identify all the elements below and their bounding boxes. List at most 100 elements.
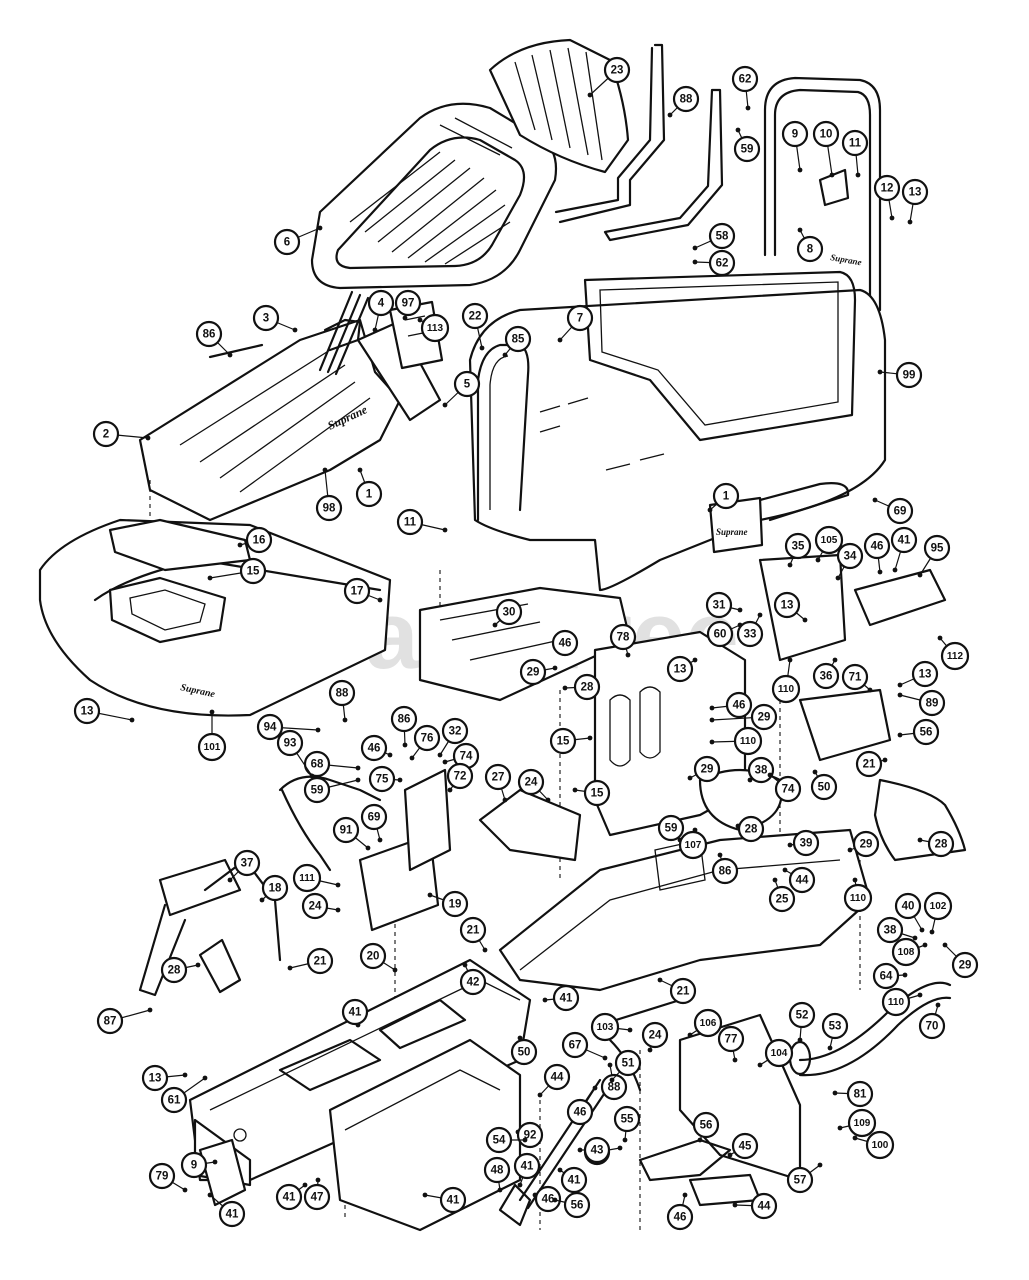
fastener-dot — [572, 787, 578, 793]
callout-70: 70 — [918, 1002, 946, 1040]
callout-circle — [901, 178, 929, 206]
callout-57: 57 — [786, 1162, 823, 1194]
callout-7: 7 — [557, 304, 594, 343]
brake-link — [638, 1138, 732, 1182]
callout-label: 11 — [849, 138, 862, 150]
fastener-dot — [709, 739, 715, 745]
callout-circle — [566, 1098, 594, 1126]
fastener-dot — [145, 435, 151, 441]
callout-label: 94 — [264, 722, 277, 734]
callout-circle — [693, 1008, 723, 1038]
callout-label: 41 — [521, 1161, 534, 1173]
callout-label: 61 — [168, 1095, 181, 1107]
callout-label: 13 — [81, 706, 94, 718]
fastener-dot — [687, 775, 693, 781]
callout-label: 57 — [794, 1175, 807, 1187]
callout-22: 22 — [461, 302, 489, 351]
callout-label: 50 — [518, 1047, 531, 1059]
callout-48: 48 — [483, 1156, 511, 1193]
fastener-dot — [647, 1047, 653, 1053]
callout-103: 103 — [590, 1012, 633, 1042]
fastener-dot — [897, 682, 903, 688]
fastener-dot — [802, 617, 808, 623]
callout-97: 97 — [394, 289, 422, 321]
callout-label: 38 — [884, 925, 897, 937]
fastener-dot — [882, 757, 888, 763]
callout-9: 9 — [781, 120, 809, 173]
callout-110: 110 — [771, 657, 801, 704]
callout-27: 27 — [484, 763, 512, 803]
callout-100: 100 — [852, 1130, 895, 1160]
callout-56: 56 — [552, 1191, 591, 1219]
callout-circle — [439, 1186, 467, 1214]
callout-label: 99 — [903, 370, 916, 382]
callout-108: 108 — [891, 937, 928, 967]
callout-circle — [912, 718, 940, 746]
callout-circle — [614, 1049, 642, 1077]
callout-circle — [583, 779, 611, 807]
callout-label: 45 — [739, 1141, 752, 1153]
callout-label: 21 — [863, 759, 876, 771]
callout-circle — [261, 874, 289, 902]
callout-circle — [712, 482, 740, 510]
callout-label: 41 — [447, 1195, 460, 1207]
callout-circle — [459, 968, 487, 996]
callout-label: 46 — [542, 1194, 555, 1206]
callout-1: 1 — [707, 482, 740, 513]
fastener-dot — [592, 1085, 598, 1091]
fastener-dot — [562, 685, 568, 691]
callout-64: 64 — [872, 962, 908, 990]
callout-circle — [96, 1007, 124, 1035]
fastener-dot — [182, 1187, 188, 1193]
callout-label: 46 — [559, 638, 572, 650]
callout-circle — [256, 713, 284, 741]
callout-50: 50 — [510, 1035, 538, 1066]
callout-circle — [855, 750, 883, 778]
callout-circle — [672, 85, 700, 113]
callout-44: 44 — [537, 1063, 571, 1098]
fastener-dot — [209, 709, 215, 715]
callout-label: 10 — [820, 129, 833, 141]
callout-circle — [711, 857, 739, 885]
fastener-dot — [697, 1137, 703, 1143]
fastener-dot — [787, 657, 793, 663]
callout-circle — [315, 494, 343, 522]
callout-label: 101 — [204, 742, 221, 753]
callout-41: 41 — [542, 984, 580, 1012]
callout-circle — [563, 1191, 591, 1219]
fastener-dot — [692, 245, 698, 251]
callout-circle — [666, 1203, 694, 1231]
callout-circle — [233, 849, 261, 877]
callout-44: 44 — [782, 866, 816, 894]
callout-circle — [731, 65, 759, 93]
callout-13: 13 — [666, 655, 698, 683]
fastener-dot — [397, 777, 403, 783]
callout-circle — [195, 320, 223, 348]
callout-circle — [160, 1086, 188, 1114]
hood-decal: Suprane — [716, 527, 748, 537]
callout-label: 95 — [931, 543, 944, 555]
callout-circle — [303, 750, 331, 778]
fastener-dot — [195, 962, 201, 968]
callout-circle — [141, 1064, 169, 1092]
callout-109: 109 — [837, 1108, 877, 1138]
callout-label: 98 — [323, 503, 336, 515]
callout-label: 16 — [253, 535, 266, 547]
callout-42: 42 — [459, 962, 487, 996]
fastener-dot — [732, 1057, 738, 1063]
callout-label: 28 — [745, 824, 758, 836]
control-rod — [278, 775, 382, 872]
callout-label: 44 — [796, 875, 809, 887]
callout-label: 29 — [959, 960, 972, 972]
callout-30: 30 — [492, 598, 523, 628]
callout-circle — [239, 557, 267, 585]
callout-label: 58 — [716, 231, 729, 243]
fastener-dot — [365, 845, 371, 851]
callout-32: 32 — [437, 717, 469, 758]
callout-label: 110 — [888, 997, 905, 1008]
callout-label: 42 — [467, 977, 480, 989]
callout-101: 101 — [197, 709, 227, 762]
callout-label: 93 — [284, 738, 297, 750]
callout-78: 78 — [609, 623, 637, 658]
fastener-dot — [919, 927, 925, 933]
